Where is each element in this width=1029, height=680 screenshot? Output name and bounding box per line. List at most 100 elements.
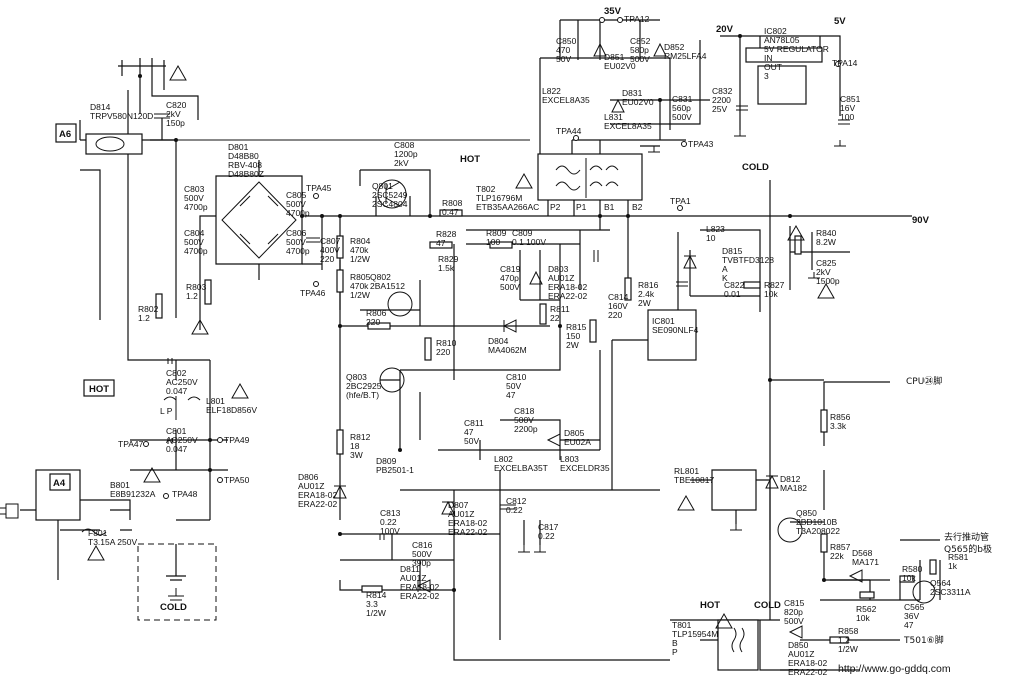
r562-line-1: 10k xyxy=(856,613,870,623)
rail-20v: 20V xyxy=(716,24,734,35)
tpa46-label: TPA46 xyxy=(300,288,326,298)
c825-line-0: C825 xyxy=(816,258,837,268)
ic802-line-3: IN xyxy=(764,53,773,63)
d811-line-2: ERA18-02 xyxy=(400,582,439,592)
c814-line-1: 160V xyxy=(608,301,628,311)
d811-line-1: AU01Z xyxy=(400,573,426,583)
d803-line-3: ERA22-02 xyxy=(548,291,587,301)
d807-line-0: D807 xyxy=(448,500,469,510)
t801-line-3: P xyxy=(672,647,678,657)
t801-line-2: B xyxy=(672,638,678,648)
c810-line-0: C810 xyxy=(506,372,527,382)
c831-line-0: C831 xyxy=(672,94,693,104)
d568-line-1: MA171 xyxy=(852,557,879,567)
d851-line-0: D851 xyxy=(604,52,625,62)
c808-line-2: 2kV xyxy=(394,158,409,168)
rail-90v: 90V xyxy=(912,215,930,226)
q850-line-1: 2BD1010B xyxy=(796,517,837,527)
l802-line-0: L802 xyxy=(494,454,513,464)
wires xyxy=(20,19,941,671)
rail-5v: 5V xyxy=(834,16,846,27)
r806-line-0: R806 xyxy=(366,308,387,318)
c832-line-1: 2200 xyxy=(712,95,731,105)
r814-line-2: 1/2W xyxy=(366,608,386,618)
c817-line-1: 0.22 xyxy=(538,531,555,541)
c806-line-1: 500V xyxy=(286,237,306,247)
c851-line-1: 16V xyxy=(840,103,855,113)
c805-line-2: 4700p xyxy=(286,208,310,218)
l823-line-0: L823 xyxy=(706,224,725,234)
d568-line-0: D568 xyxy=(852,548,873,558)
c850-line-2: 50V xyxy=(556,54,571,64)
r858-line-2: 1/2W xyxy=(838,644,858,654)
c852-line-1: 580p xyxy=(630,45,649,55)
c803-line-1: 500V xyxy=(184,193,204,203)
tpa47-label: TPA47 xyxy=(118,439,144,449)
r828-line-1: 47 xyxy=(436,238,446,248)
t801-line-1: TLP15954M xyxy=(672,629,718,639)
signal-drive-1: 去行推动管 xyxy=(944,531,989,543)
f801-line-0: F801 xyxy=(88,528,108,538)
r811-line-0: R811 xyxy=(550,304,570,314)
r815-line-2: 2W xyxy=(566,340,579,350)
r816-line-0: R816 xyxy=(638,280,659,290)
q801-line-1: 2SC5249 xyxy=(372,190,408,200)
c806-line-2: 4700p xyxy=(286,246,310,256)
website-watermark: http://www.go-gddq.com xyxy=(838,663,951,675)
c832-line-0: C832 xyxy=(712,86,733,96)
d805-line-1: EU02A xyxy=(564,437,591,447)
c831-line-1: 560p xyxy=(672,103,691,113)
t802-pin-b2: B2 xyxy=(632,202,643,212)
d803-line-2: ERA18-02 xyxy=(548,282,587,292)
zone-cold: COLD xyxy=(742,162,769,173)
r810-line-0: R810 xyxy=(436,338,457,348)
c814-line-2: 220 xyxy=(608,310,622,320)
c805-line-0: C805 xyxy=(286,190,307,200)
c815-line-2: 500V xyxy=(784,616,804,626)
r580-line-1: 10k xyxy=(902,573,916,583)
